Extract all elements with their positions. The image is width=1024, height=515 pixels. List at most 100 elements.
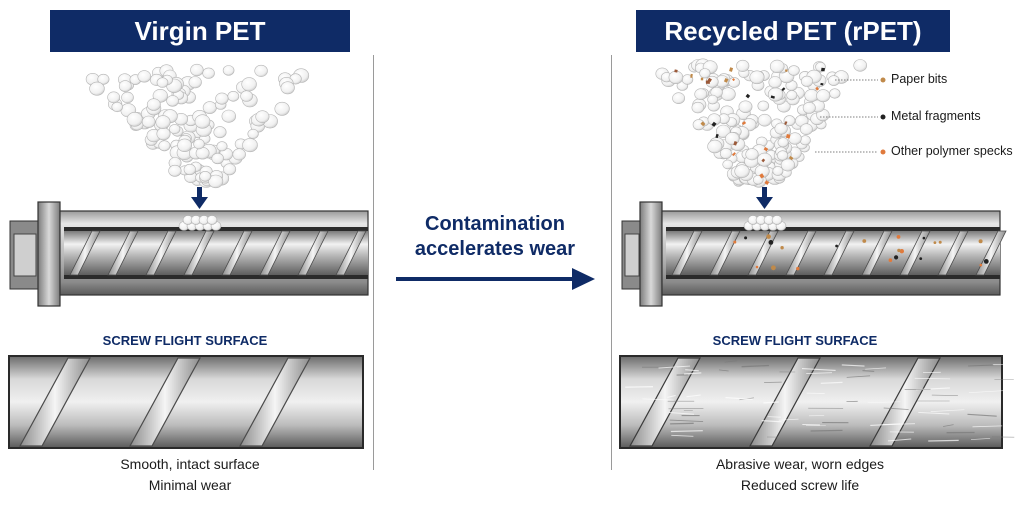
wear-scratch (883, 407, 909, 410)
pellet (222, 65, 235, 76)
contaminant-speck (888, 258, 893, 263)
screw-flight (259, 230, 291, 276)
pellet (722, 159, 734, 170)
pellet (274, 101, 290, 116)
right-contaminant-specks (733, 234, 989, 271)
screw-flight (785, 230, 817, 276)
pellet (247, 128, 259, 139)
pellet (780, 158, 796, 172)
screw-flight (297, 230, 329, 276)
contaminant-speck (729, 67, 734, 72)
pellet (241, 77, 257, 92)
pellet (156, 127, 171, 141)
paper-bits-dot (880, 77, 886, 83)
wear-scratch (686, 394, 701, 398)
contamination-line1: Contamination (425, 213, 565, 235)
pellet (788, 65, 800, 76)
legend-polymer-specks: Other polymer specks (891, 144, 1013, 158)
wear-scratch (767, 416, 781, 418)
contaminant-speck (723, 77, 729, 83)
wear-scratch (668, 412, 695, 415)
wear-scratch (972, 425, 1003, 428)
pellet (188, 76, 202, 89)
wear-scratch (865, 367, 887, 370)
screw-flight (861, 230, 893, 276)
wear-scratch (625, 386, 654, 388)
contaminant-speck (896, 235, 901, 239)
pellet (211, 152, 224, 165)
pellet (227, 91, 240, 102)
pellet (715, 124, 731, 138)
contaminant-speck (781, 87, 786, 92)
contaminant-speck (933, 241, 937, 245)
wear-scratch (658, 365, 691, 369)
pellet (155, 115, 171, 129)
wear-scratch (968, 390, 1004, 394)
left-caption-line2: Minimal wear (148, 477, 232, 493)
wear-scratch (914, 377, 951, 380)
pellet (206, 215, 218, 225)
contaminant-speck (766, 234, 771, 239)
contaminant-speck (690, 73, 693, 78)
pellet (254, 64, 268, 77)
surface-flight (128, 357, 202, 447)
contaminant-speck (978, 239, 983, 244)
wear-scratch (669, 419, 704, 423)
pellet (166, 95, 179, 107)
legend-metal-fragments: Metal fragments (891, 109, 981, 123)
pellet (736, 59, 750, 72)
wear-scratch (820, 381, 843, 384)
legend-dots (880, 77, 886, 155)
pellet (240, 90, 253, 102)
right-extruder-barrel (621, 201, 1007, 307)
pellet (777, 137, 789, 148)
right-surface-closeup (619, 355, 1024, 449)
pellet (768, 76, 782, 89)
contaminant-speck (784, 121, 788, 126)
pellet (769, 59, 785, 74)
wear-scratch (724, 360, 738, 363)
legend-leader-lines (815, 79, 878, 153)
left-surface-closeup (8, 355, 364, 449)
wear-scratch (667, 394, 676, 398)
left-surface-flights (18, 357, 312, 447)
contaminant-speck (733, 240, 737, 244)
pellet (156, 77, 169, 88)
contamination-label: Contamination accelerates wear (396, 212, 594, 262)
contamination-arrow (396, 268, 595, 290)
contaminant-speck (919, 257, 923, 260)
contaminant-speck (938, 240, 942, 244)
pellet (158, 140, 171, 152)
right-divider (611, 55, 612, 470)
pellet (177, 138, 192, 153)
wear-scratch (806, 372, 833, 375)
legend-paper-bits: Paper bits (891, 72, 948, 86)
contaminant-speck (835, 244, 838, 248)
pellet (672, 92, 685, 104)
wear-scratch (887, 438, 912, 442)
pellet (774, 122, 788, 135)
contaminant-speck (755, 265, 759, 269)
pellet (280, 81, 295, 95)
pellet (707, 139, 723, 154)
contaminant-speck (745, 93, 751, 99)
left-feed-arrow (191, 187, 208, 209)
pellet (169, 124, 181, 135)
wear-scratch (763, 401, 779, 404)
pellet (802, 102, 816, 114)
contaminant-speck (764, 180, 770, 185)
contaminant-speck (821, 67, 825, 72)
contaminant-speck (771, 265, 776, 271)
pellet (118, 80, 132, 92)
screw-flight (69, 230, 101, 276)
pellet (190, 63, 204, 77)
surface-flight (18, 357, 92, 447)
wear-scratch (862, 370, 875, 372)
screw-flight (709, 230, 741, 276)
pellet (829, 88, 841, 99)
pellet (720, 87, 736, 101)
pellet (137, 70, 152, 83)
pellet (126, 112, 143, 127)
contaminant-speck (674, 69, 678, 73)
contaminant-speck (894, 255, 899, 260)
